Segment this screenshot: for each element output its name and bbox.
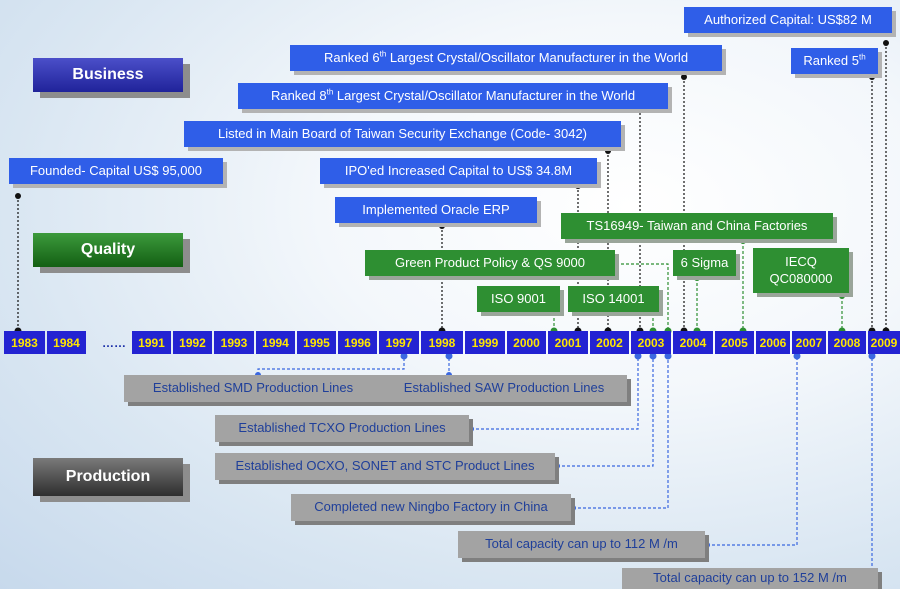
milestone-ipo: IPO'ed Increased Capital to US$ 34.8M: [320, 158, 597, 184]
milestone-ranked-5th: Ranked 5th: [791, 48, 878, 74]
milestone-ningbo-factory: Completed new Ningbo Factory in China: [291, 494, 571, 521]
year-1996: 1996: [338, 331, 377, 354]
timeline-ellipsis: ……: [102, 335, 126, 350]
milestone-6-sigma: 6 Sigma: [673, 250, 736, 276]
year-1995: 1995: [297, 331, 336, 354]
year-1992: 1992: [173, 331, 212, 354]
year-1998: 1998: [421, 331, 463, 354]
milestone-green-product: Green Product Policy & QS 9000: [365, 250, 615, 276]
year-1997: 1997: [379, 331, 419, 354]
year-2003: 2003: [631, 331, 671, 354]
year-2002: 2002: [590, 331, 629, 354]
year-1993: 1993: [214, 331, 254, 354]
year-2005: 2005: [715, 331, 754, 354]
year-1991: 1991: [132, 331, 171, 354]
milestone-ranked-6th: Ranked 6th Largest Crystal/Oscillator Ma…: [290, 45, 722, 71]
milestone-listed-main-board: Listed in Main Board of Taiwan Security …: [184, 121, 621, 147]
year-2008: 2008: [828, 331, 866, 354]
quality-category-label: Quality: [33, 233, 183, 267]
milestone-tcxo-lines: Established TCXO Production Lines: [215, 415, 469, 442]
year-2009: 2009: [868, 331, 900, 354]
year-1994: 1994: [256, 331, 295, 354]
year-1984: 1984: [47, 331, 86, 354]
year-2007: 2007: [792, 331, 826, 354]
year-1999: 1999: [465, 331, 505, 354]
milestone-iso-14001: ISO 14001: [568, 286, 659, 312]
business-category-label: Business: [33, 58, 183, 92]
milestone-iecq: IECQ QC080000: [753, 248, 849, 293]
year-2001: 2001: [548, 331, 588, 354]
milestone-capacity-152: Total capacity can up to 152 M /m: [622, 568, 878, 589]
milestone-saw-lines: Established SAW Production Lines: [381, 375, 627, 402]
milestone-founded: Founded- Capital US$ 95,000: [9, 158, 223, 184]
year-2006: 2006: [756, 331, 790, 354]
year-2000: 2000: [507, 331, 546, 354]
milestone-authorized-capital: Authorized Capital: US$82 M: [684, 7, 892, 33]
milestone-capacity-112: Total capacity can up to 112 M /m: [458, 531, 705, 558]
milestone-smd-lines: Established SMD Production Lines: [124, 375, 382, 402]
milestone-ts16949: TS16949- Taiwan and China Factories: [561, 213, 833, 239]
milestone-ocxo-sonet-stc: Established OCXO, SONET and STC Product …: [215, 453, 555, 480]
year-2004: 2004: [673, 331, 713, 354]
production-category-label: Production: [33, 458, 183, 496]
milestone-iso-9001: ISO 9001: [477, 286, 560, 312]
year-1983: 1983: [4, 331, 45, 354]
milestone-ranked-8th: Ranked 8th Largest Crystal/Oscillator Ma…: [238, 83, 668, 109]
milestone-oracle-erp: Implemented Oracle ERP: [335, 197, 537, 223]
